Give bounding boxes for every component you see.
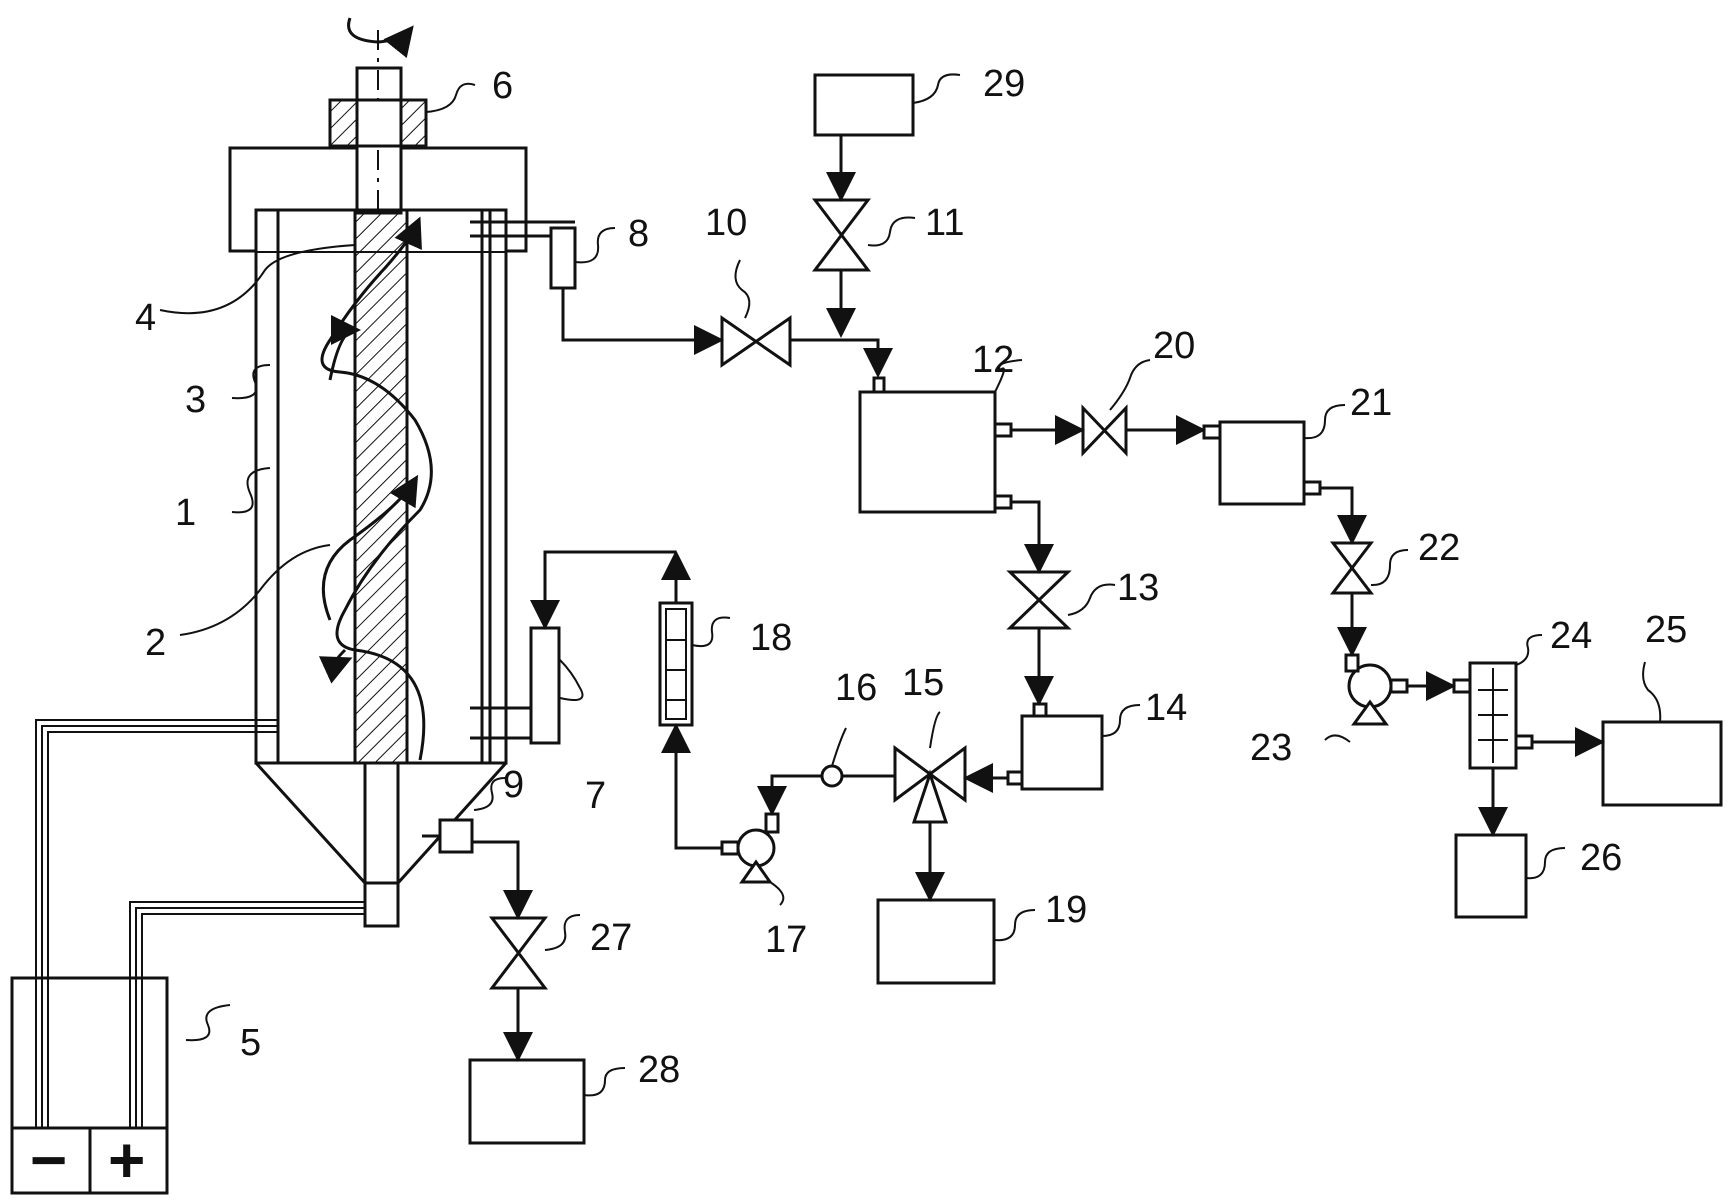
label-28: 28 — [638, 1049, 680, 1091]
pump-17[interactable] — [720, 812, 780, 884]
label-3: 3 — [185, 379, 206, 421]
valve-13[interactable] — [1006, 570, 1072, 630]
label-17: 17 — [765, 919, 807, 961]
tank-19 — [876, 898, 996, 985]
label-12: 12 — [972, 339, 1014, 381]
tank-29 — [813, 73, 915, 137]
tank-25 — [1601, 720, 1723, 807]
piping — [472, 135, 1605, 1062]
valve-10[interactable] — [720, 315, 792, 368]
label-8: 8 — [628, 213, 649, 255]
tank-12 — [858, 390, 997, 514]
tank-26 — [1454, 833, 1528, 919]
label-22: 22 — [1418, 527, 1460, 569]
outlet-9-nozzle — [438, 818, 474, 854]
label-9: 9 — [503, 764, 524, 806]
label-15: 15 — [902, 662, 944, 704]
label-19: 19 — [1045, 889, 1087, 931]
inlet-7-nozzle — [529, 626, 561, 745]
label-4: 4 — [135, 297, 156, 339]
reactor — [228, 17, 577, 928]
label-18: 18 — [750, 617, 792, 659]
label-23: 23 — [1250, 727, 1292, 769]
valve-22[interactable] — [1329, 541, 1375, 595]
filter-24 — [1452, 661, 1534, 770]
label-13: 13 — [1117, 567, 1159, 609]
label-7: 7 — [585, 775, 606, 817]
label-5: 5 — [240, 1022, 261, 1064]
positive-cable — [129, 901, 365, 1128]
three-way-valve-15[interactable] — [893, 745, 967, 824]
check-valve-16 — [820, 764, 844, 788]
flow-helix-arrow — [320, 216, 433, 761]
flowmeter-18 — [658, 601, 694, 727]
outlet-8-nozzle — [549, 226, 577, 290]
label-21: 21 — [1350, 382, 1392, 424]
valve-20[interactable] — [1081, 404, 1128, 457]
positive-terminal: + — [108, 1124, 145, 1196]
valve-27[interactable] — [488, 916, 549, 990]
label-14: 14 — [1145, 687, 1187, 729]
label-25: 25 — [1645, 609, 1687, 651]
label-26: 26 — [1580, 837, 1622, 879]
label-27: 27 — [590, 917, 632, 959]
label-16: 16 — [835, 667, 877, 709]
label-2: 2 — [145, 622, 166, 664]
label-11: 11 — [925, 202, 964, 244]
power-supply: − + — [10, 719, 365, 1196]
label-29: 29 — [983, 63, 1025, 105]
negative-terminal: − — [30, 1124, 67, 1196]
tank-21 — [1218, 420, 1306, 506]
tank-28 — [468, 1058, 586, 1145]
label-6: 6 — [492, 65, 513, 107]
label-1: 1 — [175, 492, 196, 534]
number-labels: 1 2 3 4 5 6 7 8 9 10 11 12 13 14 15 16 1… — [135, 63, 1687, 1091]
leader-lines — [159, 73, 1662, 1097]
label-20: 20 — [1153, 325, 1195, 367]
label-24: 24 — [1550, 615, 1592, 657]
label-10: 10 — [705, 202, 747, 244]
pump-23[interactable] — [1344, 653, 1409, 726]
rotation-arrow-icon — [347, 17, 414, 59]
negative-cable — [35, 719, 278, 1128]
tank-14 — [1020, 714, 1104, 791]
valve-11[interactable] — [811, 198, 872, 272]
